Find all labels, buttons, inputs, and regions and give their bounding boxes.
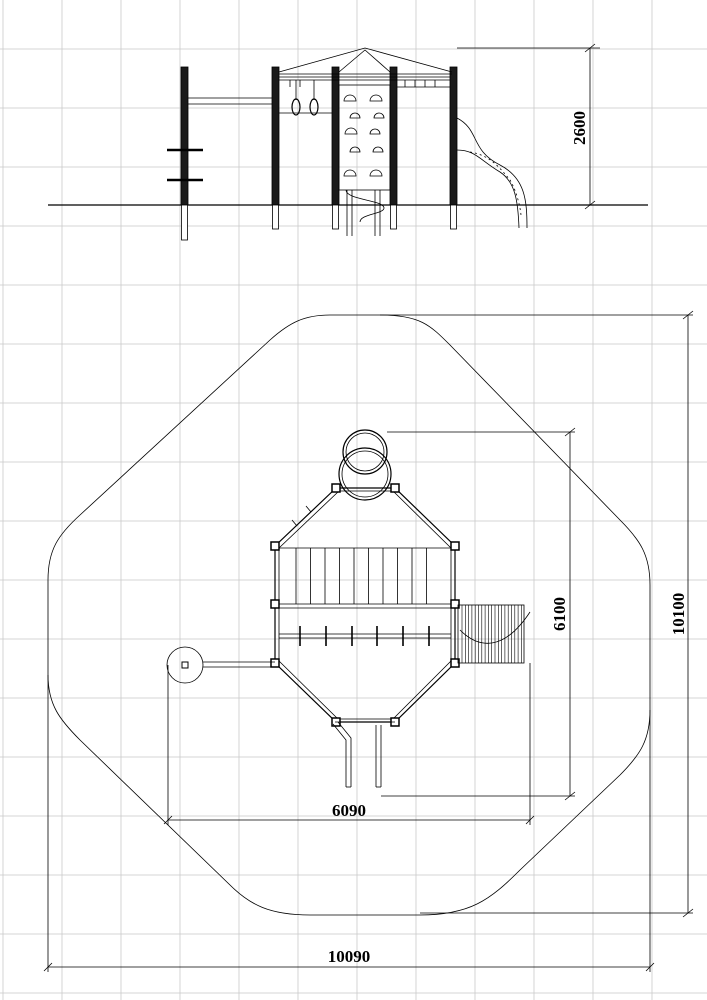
plan-view: 6100 6090 10100 10090: [43, 310, 694, 972]
roof-rafter-left: [338, 49, 366, 73]
elevation-post-3-footing: [332, 204, 339, 230]
elevation-post-4-footing: [390, 204, 397, 230]
slide-texture: [469, 151, 522, 216]
elevation-height-label: 2600: [570, 111, 589, 145]
slide-inner: [456, 149, 520, 229]
equipment-frame: [274, 487, 456, 723]
frame-tick-2: [305, 505, 312, 513]
frame-tick-1: [291, 519, 298, 527]
top-ring-upper: [342, 429, 388, 475]
elevation-post-left-footing: [181, 204, 188, 241]
plan-post: [270, 658, 280, 668]
spiral-element: [345, 189, 385, 223]
plan-slide-curve: [459, 611, 531, 644]
elevation-post-2-footing: [272, 204, 279, 230]
slide-outer: [456, 117, 528, 229]
equipment-depth-label: 6100: [550, 597, 569, 631]
elevation-post-4: [389, 66, 398, 206]
plan-post: [270, 599, 280, 609]
safety-zone-outline: [47, 314, 651, 916]
chin-post-square: [181, 661, 189, 669]
plan-post: [331, 483, 341, 493]
plan-posts: [270, 483, 460, 727]
roof-rafter-right: [364, 49, 391, 73]
ladder-rungs: [295, 548, 427, 604]
equipment-width-label: 6090: [332, 801, 366, 820]
gym-ring-left: [291, 98, 301, 116]
elevation-post-left: [180, 66, 189, 206]
elevation-view: 2600: [48, 43, 648, 241]
top-ring-lower: [338, 447, 392, 501]
plan-slide: [457, 604, 525, 664]
plan-post: [450, 541, 460, 551]
climbing-holds: [343, 94, 385, 177]
climbing-wall: [338, 84, 391, 191]
plan-post: [390, 483, 400, 493]
elevation-post-5-footing: [450, 204, 457, 230]
plan-post: [450, 599, 460, 609]
plan-post: [270, 541, 280, 551]
entry-rail-left-outer: [332, 723, 347, 787]
chin-post-disc: [166, 646, 204, 684]
ring-bar-marks: [299, 626, 430, 646]
plan-slide-slats: [461, 605, 522, 663]
elevation-post-5: [449, 66, 458, 206]
total-width-label: 10090: [328, 947, 371, 966]
height-tick-bottom: [584, 200, 596, 210]
total-depth-label: 10100: [669, 593, 688, 636]
entry-rail-left-inner: [337, 721, 352, 787]
height-tick-top: [584, 43, 596, 53]
equipment-frame-inner: [278, 490, 452, 720]
elevation-post-3: [331, 66, 340, 206]
roof-outline: [278, 47, 453, 73]
elevation-post-2: [271, 66, 280, 206]
beam-hangers: [289, 80, 436, 87]
gym-ring-right: [309, 98, 319, 116]
